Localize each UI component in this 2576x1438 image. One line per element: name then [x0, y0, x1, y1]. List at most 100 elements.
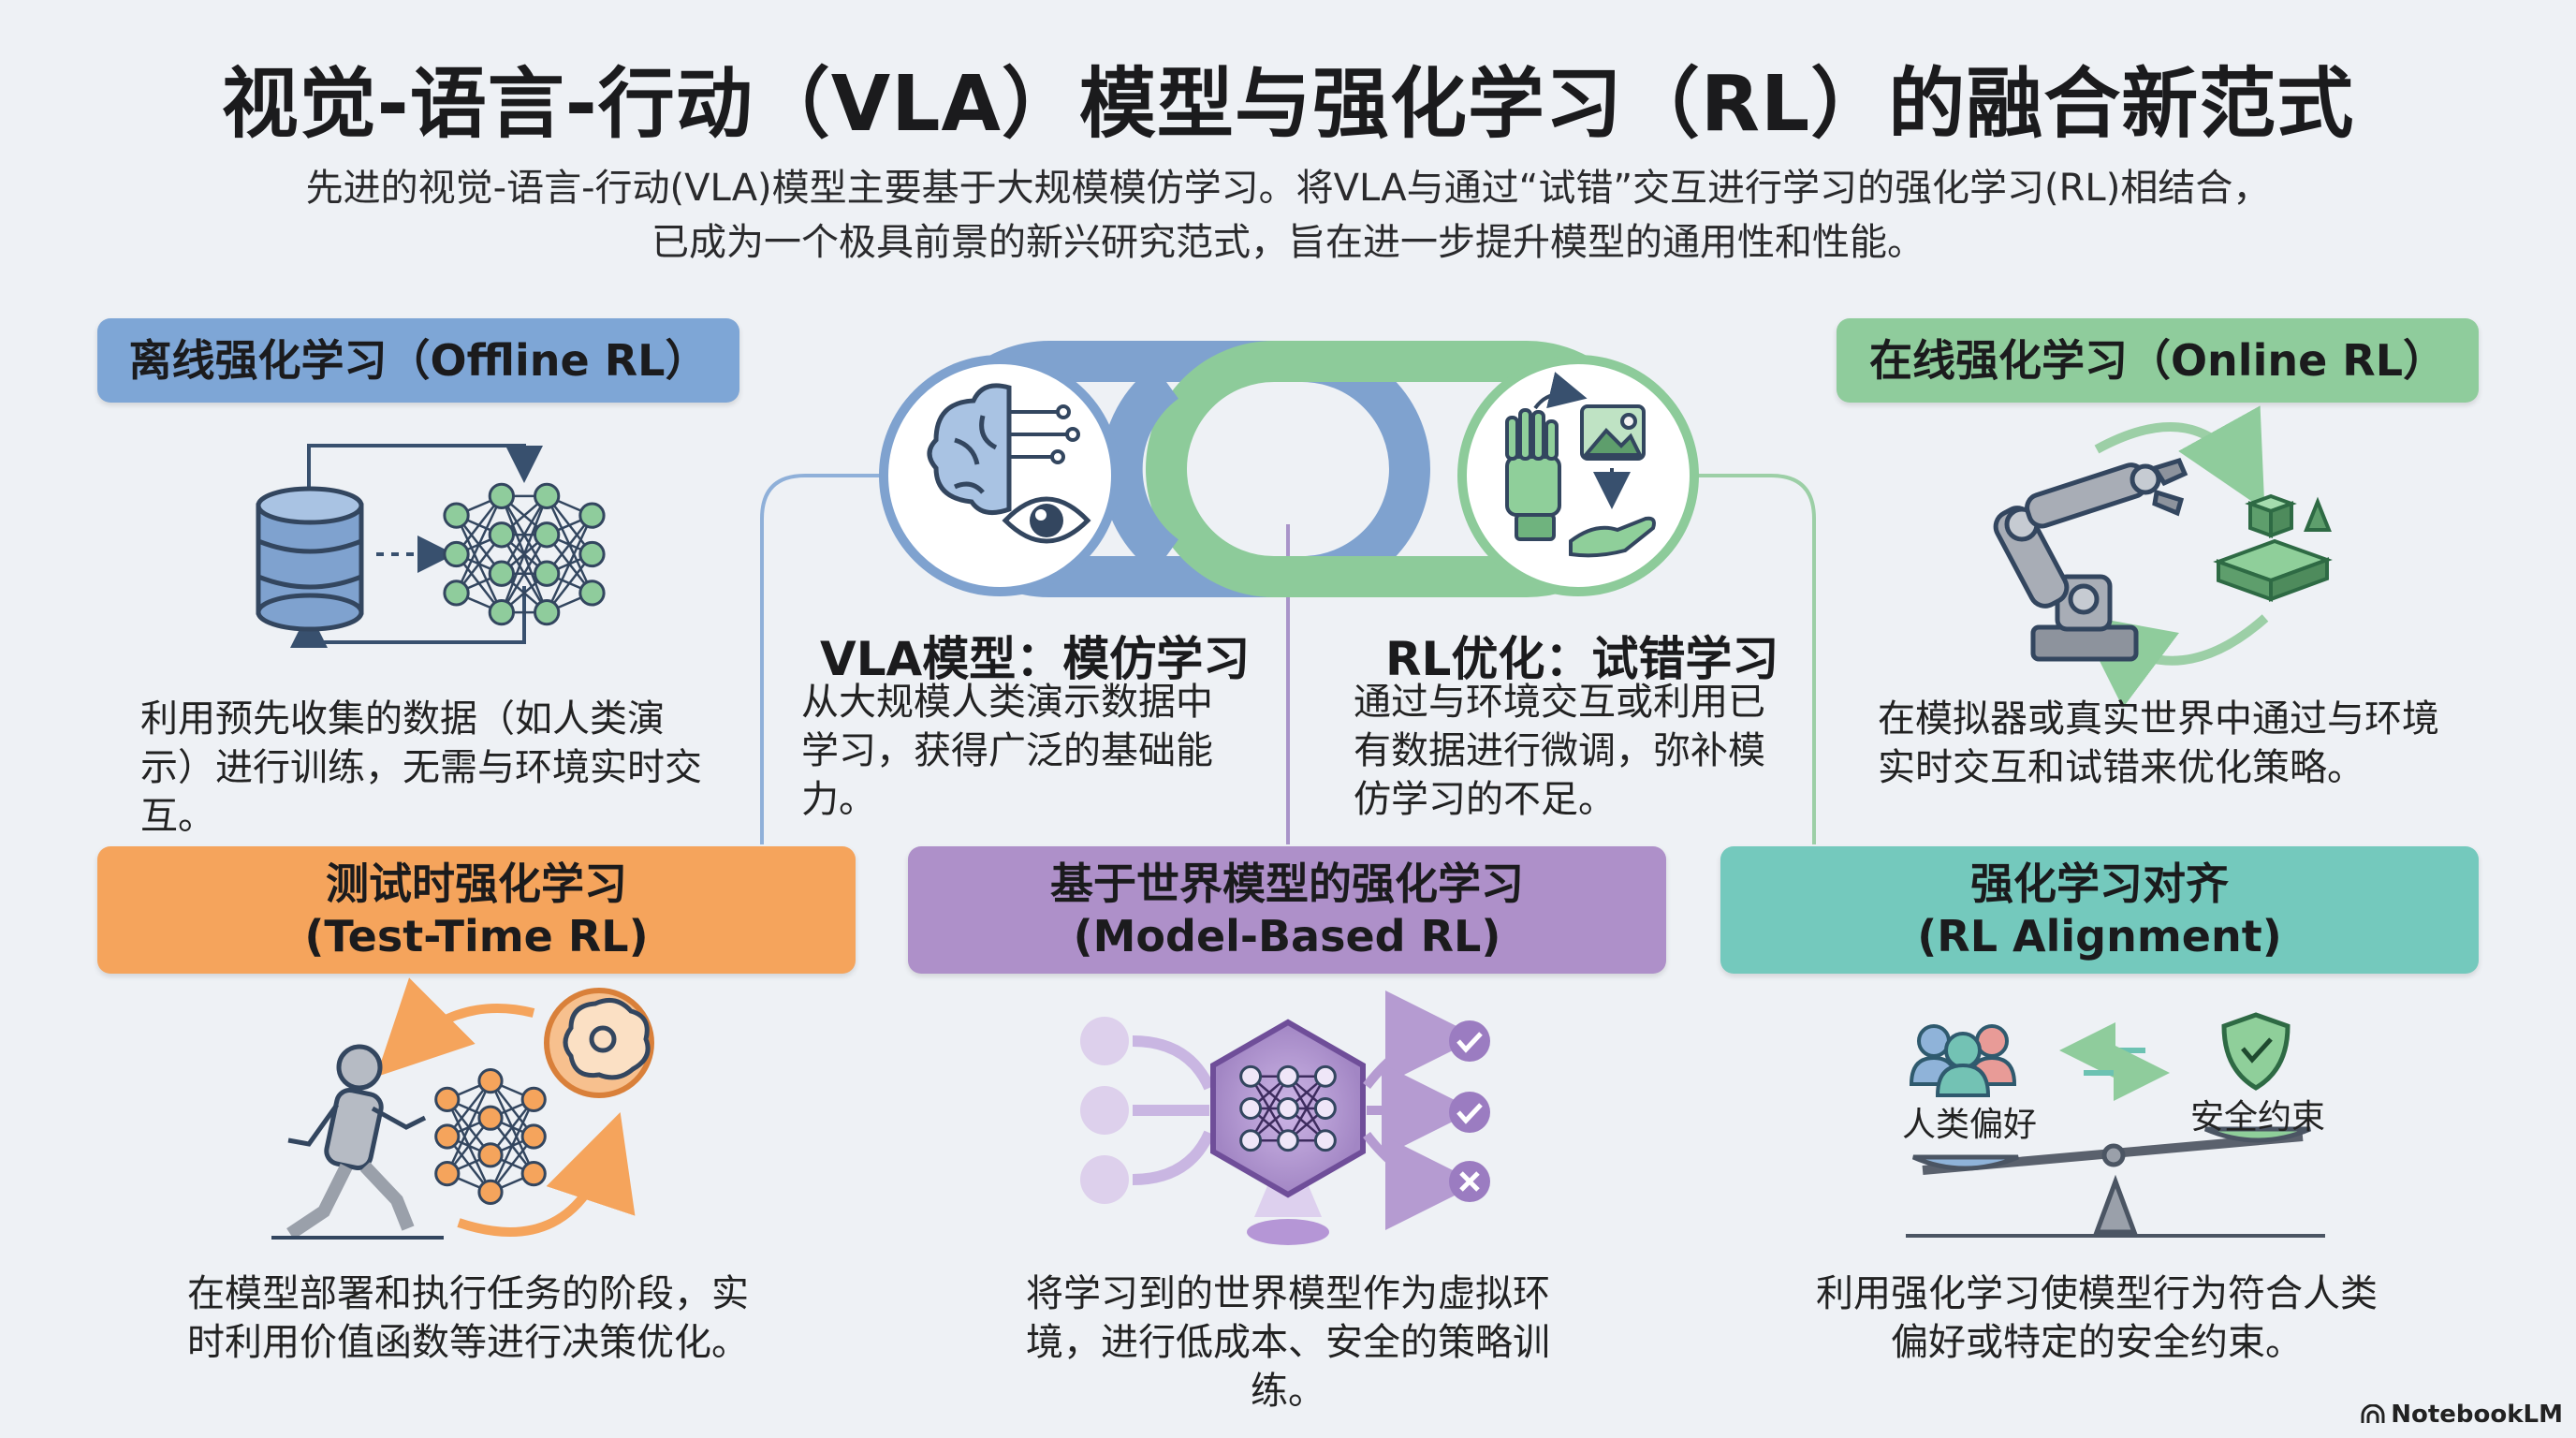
people-group-icon — [1909, 1024, 2017, 1097]
online-rl-desc: 在模拟器或真实世界中通过与环境实时交互和试错来优化策略。 — [1878, 697, 2439, 789]
circuit-icon — [1011, 404, 1080, 464]
safety-constraint-tag: 安全约束 — [2190, 1098, 2326, 1137]
test-time-rl-label: 测试时强化学习 — [326, 858, 627, 909]
network-node — [1239, 1097, 1263, 1120]
loop-arrow-bottom — [290, 586, 526, 648]
neural-network-icon — [443, 482, 606, 626]
model-based-rl-sublabel: (Model-Based RL) — [1073, 911, 1501, 961]
cycle-arrow-top — [2094, 405, 2265, 510]
network-node — [534, 482, 561, 510]
network-node — [488, 521, 515, 549]
network-edge — [1286, 1076, 1326, 1141]
connector-right — [1685, 474, 1816, 844]
world-model-hexagon-icon — [1210, 1019, 1366, 1198]
network-edge — [500, 534, 549, 613]
network-node — [443, 540, 470, 568]
network-node — [1277, 1129, 1299, 1152]
network-edge — [1250, 1076, 1290, 1141]
robot-hand-icon — [1505, 408, 1561, 541]
offline-rl-label: 离线强化学习（Offline RL） — [128, 335, 709, 386]
network-edge — [546, 515, 593, 613]
online-rl-label: 在线强化学习（Online RL） — [1868, 335, 2447, 386]
network-node — [1277, 1097, 1299, 1120]
network-node — [434, 1161, 461, 1187]
network-edge — [500, 495, 549, 575]
input-curves — [1132, 1035, 1215, 1185]
input-dots — [1080, 1017, 1129, 1204]
output-arrows — [1363, 990, 1479, 1230]
notebooklm-brand: NotebookLM — [2361, 1401, 2563, 1429]
vla-desc: 从大规模人类演示数据中学习，获得广泛的基础能力。 — [801, 681, 1213, 821]
model-based-rl-label: 基于世界模型的强化学习 — [1050, 858, 1524, 909]
page-subtitle: 先进的视觉-语言-行动(VLA)模型主要基于大规模模仿学习。将VLA与通过“试错… — [305, 167, 2271, 264]
network-node — [1313, 1064, 1337, 1088]
page-title: 视觉-语言-行动（VLA）模型与强化学习（RL）的融合新范式 — [221, 60, 2355, 149]
hologram-base — [1247, 1219, 1329, 1245]
check-icon — [1449, 1092, 1490, 1133]
test-time-rl-pill: 测试时强化学习 (Test-Time RL) — [97, 846, 856, 974]
vla-heading: VLA模型：模仿学习 — [820, 632, 1251, 686]
network-node — [488, 482, 515, 510]
network-node — [434, 1086, 461, 1113]
vla-circle — [879, 355, 1120, 596]
offline-rl-desc: 利用预先收集的数据（如人类演示）进行训练，无需与环境实时交互。 — [140, 697, 702, 838]
network-node — [520, 1086, 547, 1113]
rl-circle — [1457, 355, 1699, 596]
test-time-rl-desc: 在模型部署和执行任务的阶段，实时利用价值函数等进行决策优化。 — [187, 1272, 749, 1364]
network-node — [1239, 1064, 1263, 1088]
network-node — [1239, 1129, 1263, 1152]
network-edge — [500, 495, 549, 613]
rl-alignment-sublabel: (RL Alignment) — [1917, 911, 2282, 961]
eye-icon — [1002, 496, 1091, 544]
online-rl-illustration — [1993, 405, 2333, 708]
network-node — [1277, 1064, 1299, 1088]
orange-arrow-bottom — [457, 1112, 636, 1237]
shield-check-icon — [2221, 1012, 2291, 1091]
notebooklm-logo-icon — [2361, 1404, 2385, 1423]
orange-arrow-top — [375, 977, 535, 1078]
rl-heading: RL优化：试错学习 — [1385, 632, 1779, 686]
network-node — [488, 560, 515, 587]
test-time-rl-illustration — [271, 977, 654, 1240]
network-node — [443, 502, 470, 529]
brain-icon — [927, 383, 1012, 516]
notebooklm-brand-text: NotebookLM — [2391, 1401, 2563, 1429]
network-node — [534, 560, 561, 587]
network-node — [520, 1123, 547, 1150]
brain-gear-icon — [544, 988, 654, 1098]
rl-alignment-label: 强化学习对齐 — [1970, 858, 2229, 909]
small-arrow-icon — [1533, 372, 1588, 410]
balance-scale-icon — [1906, 1126, 2325, 1238]
network-node — [578, 502, 606, 529]
human-preference-tag: 人类偏好 — [1902, 1106, 2038, 1144]
check-icon — [1449, 1020, 1490, 1062]
blocks-icon — [2213, 493, 2333, 602]
network-edge — [489, 1098, 535, 1193]
network-node — [488, 598, 515, 626]
network-node — [477, 1068, 504, 1094]
model-based-rl-desc: 将学习到的世界模型作为虚拟环境，进行低成本、安全的策略训练。 — [1026, 1272, 1550, 1413]
network-node — [443, 580, 470, 607]
network-node — [534, 521, 561, 549]
network-node — [477, 1179, 504, 1206]
model-based-rl-pill: 基于世界模型的强化学习 (Model-Based RL) — [908, 846, 1666, 974]
network-node — [477, 1105, 504, 1131]
network-node — [578, 580, 606, 607]
network-edge — [446, 1080, 492, 1175]
model-based-rl-illustration — [1080, 990, 1490, 1245]
rl-desc: 通过与环境交互或利用已有数据进行微调，弥补模仿学习的不足。 — [1354, 681, 1765, 821]
online-rl-pill: 在线强化学习（Online RL） — [1837, 318, 2479, 403]
network-node — [578, 540, 606, 568]
loop-arrow-top — [307, 444, 543, 496]
robot-arm-icon — [1993, 457, 2188, 662]
network-node — [434, 1123, 461, 1150]
connector-left — [760, 474, 897, 844]
rl-alignment-pill: 强化学习对齐 (RL Alignment) — [1720, 846, 2479, 974]
network-node — [534, 598, 561, 626]
network-node — [477, 1142, 504, 1168]
offline-rl-illustration — [256, 444, 606, 648]
neural-network-icon — [434, 1068, 547, 1206]
network-node — [1313, 1129, 1337, 1152]
exchange-arrows-icon — [2059, 1022, 2170, 1101]
